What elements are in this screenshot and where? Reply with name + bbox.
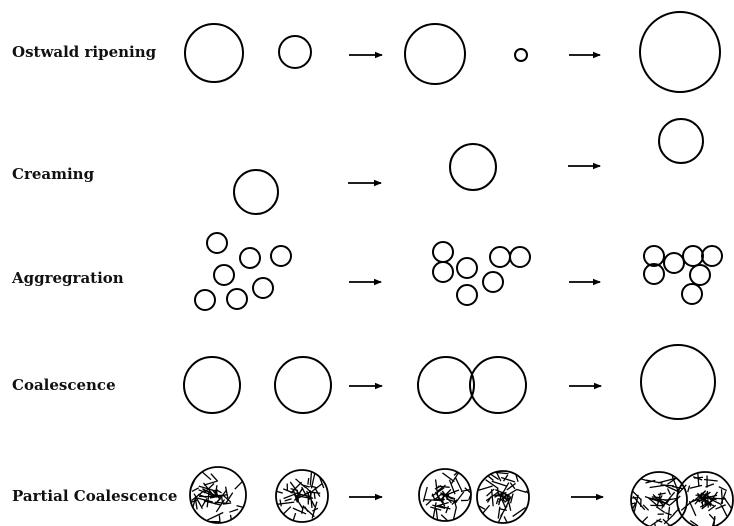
droplet-coalescence-5 [640,344,716,420]
crystal-droplet-1 [189,466,247,524]
droplet-aggregation-c3 [682,245,704,267]
crystal-droplet-2 [275,469,329,523]
droplet-coalescence-4 [469,356,527,414]
droplet-aggregation-b7 [456,284,478,306]
droplet-creaming-2 [449,143,497,191]
droplet-aggregation-a2 [239,247,261,269]
droplet-aggregation-a5 [252,277,274,299]
droplet-coalescence-2 [274,356,332,414]
droplet-aggregation-c1 [643,245,665,267]
row-label-creaming: Creaming [12,165,95,183]
droplet-aggregation-a3 [270,245,292,267]
droplet-ostwald-small-1 [278,35,312,69]
droplet-coalescence-3 [417,356,475,414]
row-label-partial-coalescence: Partial Coalescence [12,487,178,505]
droplet-ostwald-large-2 [404,23,466,85]
droplet-ostwald-large-1 [184,23,244,83]
droplet-aggregation-a7 [226,288,248,310]
droplet-aggregation-b3 [456,257,478,279]
row-label-ostwald-ripening: Ostwald ripening [12,43,157,61]
droplet-aggregation-a4 [213,264,235,286]
droplet-aggregation-c5 [643,263,665,285]
droplet-aggregation-a1 [206,232,228,254]
droplet-ostwald-small-2 [514,48,528,62]
row-label-coalescence: Coalescence [12,376,116,394]
crystal-droplet-3 [418,468,472,522]
crystal-droplet-6 [676,471,734,526]
droplet-aggregation-c4 [701,245,723,267]
droplet-aggregation-b6 [482,271,504,293]
droplet-ostwald-large-3 [639,11,721,93]
droplet-aggregation-a6 [194,289,216,311]
droplet-aggregation-c2 [663,252,685,274]
droplet-aggregation-b4 [489,246,511,268]
droplet-aggregation-c6 [689,264,711,286]
droplet-aggregation-b2 [432,261,454,283]
crystal-droplet-4 [476,470,530,524]
droplet-aggregation-b1 [432,241,454,263]
droplet-aggregation-b5 [509,246,531,268]
droplet-coalescence-1 [183,356,241,414]
droplet-aggregation-c7 [681,283,703,305]
droplet-creaming-1 [233,169,279,215]
row-label-aggregation: Aggregration [12,269,124,287]
droplet-creaming-3 [658,118,704,164]
crystal-droplet-5 [630,471,688,526]
